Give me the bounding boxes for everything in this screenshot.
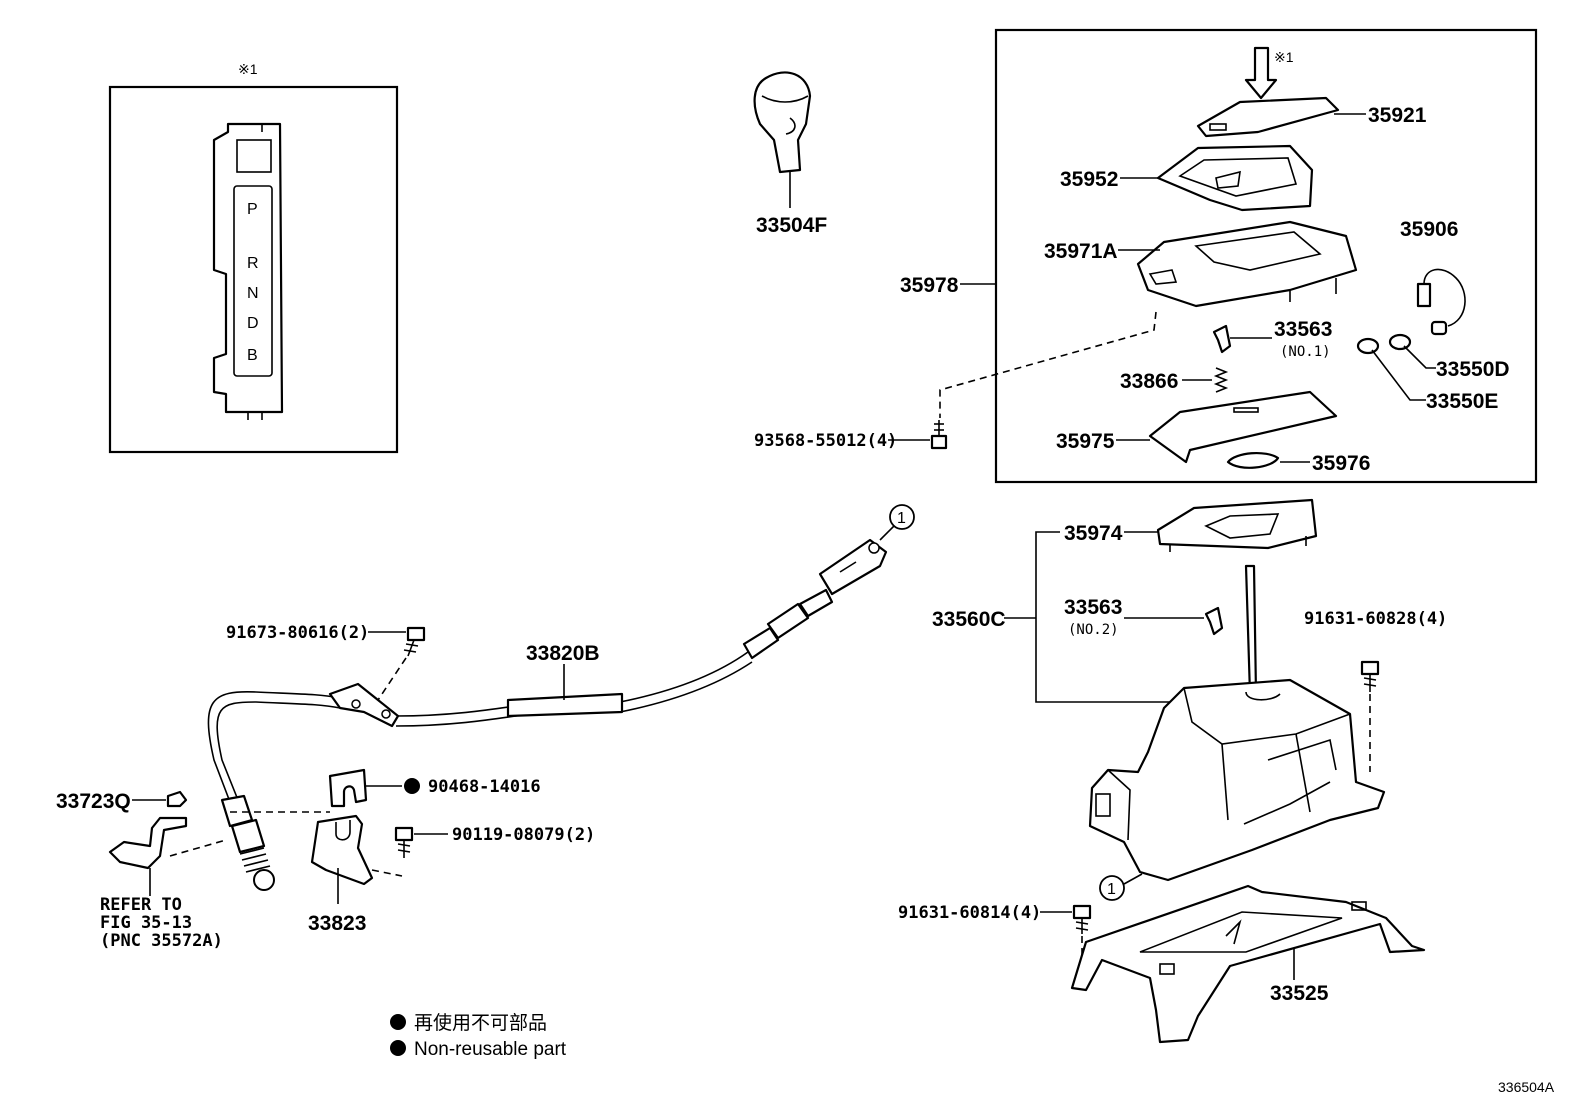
part-33525-shape [1070,884,1426,1044]
legend-marker-icon-en [390,1040,406,1056]
part-33563-no2-shape [1204,606,1224,636]
label-35971a: 35971A [1044,240,1118,263]
inset-mark: ※1 [238,61,258,77]
indicator-letters: P R N D B [247,201,259,364]
label-91673-80616: 91673-80616(2) [226,623,369,643]
indicator-letter-d: D [247,315,259,332]
part-93568-screw-shape [930,420,948,450]
label-33723q: 33723Q [56,790,131,813]
label-33563-no1-note: (NO.1) [1280,344,1331,360]
indicator-letter-n: N [247,285,259,302]
down-arrow-icon [1244,46,1278,100]
label-33550e: 33550E [1426,390,1498,413]
label-33820b: 33820B [526,642,600,665]
indicator-assembly-box [994,28,1538,484]
label-33525: 33525 [1270,982,1329,1005]
label-33823: 33823 [308,912,366,935]
legend-text-jp: 再使用不可部品 [414,1012,547,1034]
legend-marker-icon-jp [390,1014,406,1030]
part-91631-60828-bolt-shape [1360,660,1380,772]
part-35976-shape [1226,452,1280,469]
label-33563-no1: 33563 [1274,318,1332,341]
part-35952-shape [1156,144,1314,212]
connector-ref-upper-text: 1 [897,510,906,527]
indicator-letter-r: R [247,255,259,272]
label-35978: 35978 [900,274,959,297]
part-33823-shape [310,814,403,886]
part-33563-no1-shape [1212,324,1232,354]
connector-ref-icon-lower: 1 [1099,873,1143,901]
non-reusable-marker-icon [404,778,420,794]
part-91673-80616-bolt-shape [377,626,426,701]
label-35975: 35975 [1056,430,1115,453]
part-90119-08079-bolt-shape [394,826,414,858]
cable-bracket-ref-shape [108,811,330,870]
part-33866-shape [1213,367,1229,393]
label-35976: 35976 [1312,452,1370,475]
label-90119-08079: 90119-08079(2) [452,825,595,845]
label-33866: 33866 [1120,370,1178,393]
label-33563-no2: 33563 [1064,596,1122,619]
part-33550e-shape [1356,337,1380,355]
label-35921: 35921 [1368,104,1427,127]
refer-note-line-3: (PNC 35572A) [100,931,223,951]
connector-ref-lower-text: 1 [1107,881,1116,898]
label-33550d: 33550D [1436,358,1510,381]
label-91631-60828: 91631-60828(4) [1304,609,1447,629]
shift-lever-base-shape [1088,678,1386,882]
figure-number: 336504A [1498,1079,1555,1095]
refer-note-line-2: FIG 35-13 [100,913,192,933]
arrow-mark: ※1 [1274,49,1294,65]
indicator-letter-b: B [247,347,258,364]
shift-cable-33820b [207,538,888,891]
label-35906: 35906 [1400,218,1458,241]
part-35921-shape [1196,96,1340,138]
shift-knob [753,71,812,208]
label-33563-no2-note: (NO.2) [1068,622,1119,638]
refer-note: REFER TO FIG 35-13 (PNC 35572A) [100,895,223,951]
label-33560c: 33560C [932,608,1006,631]
label-35952: 35952 [1060,168,1118,191]
connector-ref-icon-upper: 1 [879,504,915,541]
shift-lever-rod [1244,564,1258,696]
label-93568: 93568-55012(4) [754,431,897,451]
label-35974: 35974 [1064,522,1123,545]
indicator-inset-box [108,85,399,454]
shift-position-indicator-plate [212,122,284,420]
label-91631-60814: 91631-60814(4) [898,903,1041,923]
legend-text-en: Non-reusable part [414,1039,567,1060]
part-33550d-shape [1388,333,1412,351]
label-90468-14016: 90468-14016 [428,777,541,797]
part-35971a-shape [1136,220,1358,308]
label-33504f: 33504F [756,214,827,237]
refer-note-line-1: REFER TO [100,895,182,915]
indicator-letter-p: P [247,201,258,218]
part-35975-shape [1148,390,1338,464]
part-35906-shape [1416,268,1466,336]
part-33723q-nut-shape [166,790,188,808]
legend: 再使用不可部品 Non-reusable part [390,1012,567,1060]
part-35974-shape [1156,498,1318,552]
part-90468-14016-clip-shape [328,768,368,808]
